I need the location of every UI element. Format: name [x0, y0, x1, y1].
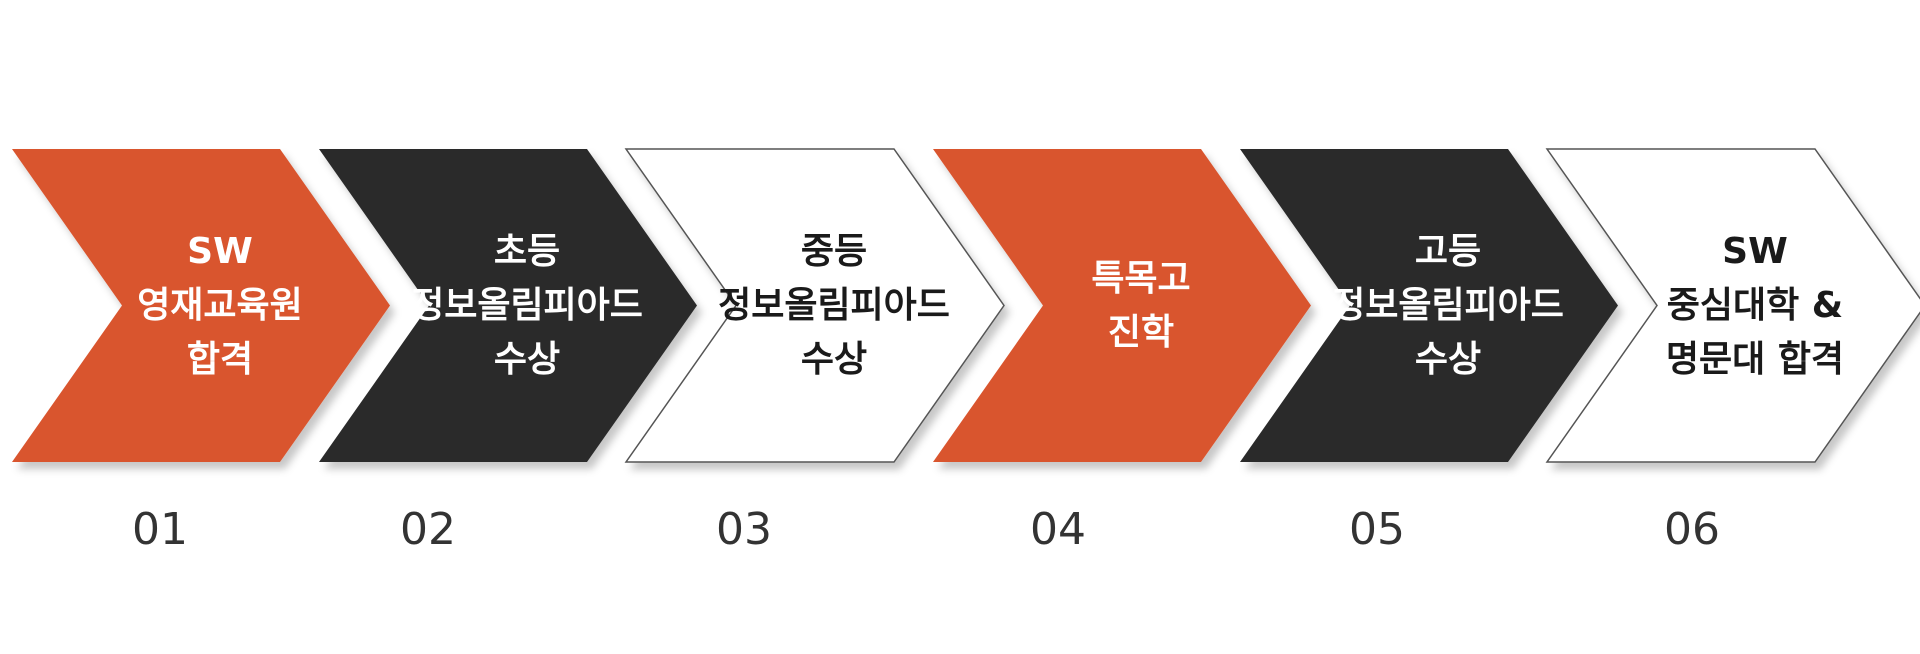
step-label-line: 고등 — [1414, 231, 1482, 272]
step-number-05: 05 — [1349, 504, 1405, 555]
step-label-line: 정보올림피아드 — [411, 285, 643, 326]
step-label-line: 수상 — [493, 339, 561, 380]
step-label-line: 중등 — [800, 231, 868, 272]
step-label-line: 중심대학 & — [1666, 285, 1844, 326]
step-number-03: 03 — [716, 504, 772, 555]
step-label-06: SW 중심대학 & 명문대 합격 — [1630, 225, 1880, 387]
step-label-line: 합격 — [186, 339, 254, 380]
step-number-06: 06 — [1664, 504, 1720, 555]
step-label-line: 영재교육원 — [137, 285, 303, 326]
step-number-01: 01 — [132, 504, 188, 555]
step-label-line: 정보올림피아드 — [718, 285, 950, 326]
step-number-04: 04 — [1030, 504, 1086, 555]
step-label-line: 수상 — [800, 339, 868, 380]
chevron-step-02 — [319, 149, 697, 462]
chevron-step-01 — [12, 149, 390, 462]
step-label-line: 진학 — [1107, 312, 1175, 353]
chevron-step-06 — [1545, 148, 1920, 463]
step-number-02: 02 — [400, 504, 456, 555]
step-label-line: SW — [187, 231, 253, 272]
step-label-line: 정보올림피아드 — [1332, 285, 1564, 326]
chevron-step-03 — [624, 148, 1005, 463]
step-label-line: 명문대 합격 — [1665, 339, 1845, 380]
step-label-line: 초등 — [493, 231, 561, 272]
chevron-step-05 — [1240, 149, 1618, 462]
step-label-line: SW — [1722, 231, 1788, 272]
step-label-line: 특목고 — [1091, 258, 1191, 299]
step-label-line: 수상 — [1414, 339, 1482, 380]
chevron-step-04 — [933, 149, 1311, 462]
